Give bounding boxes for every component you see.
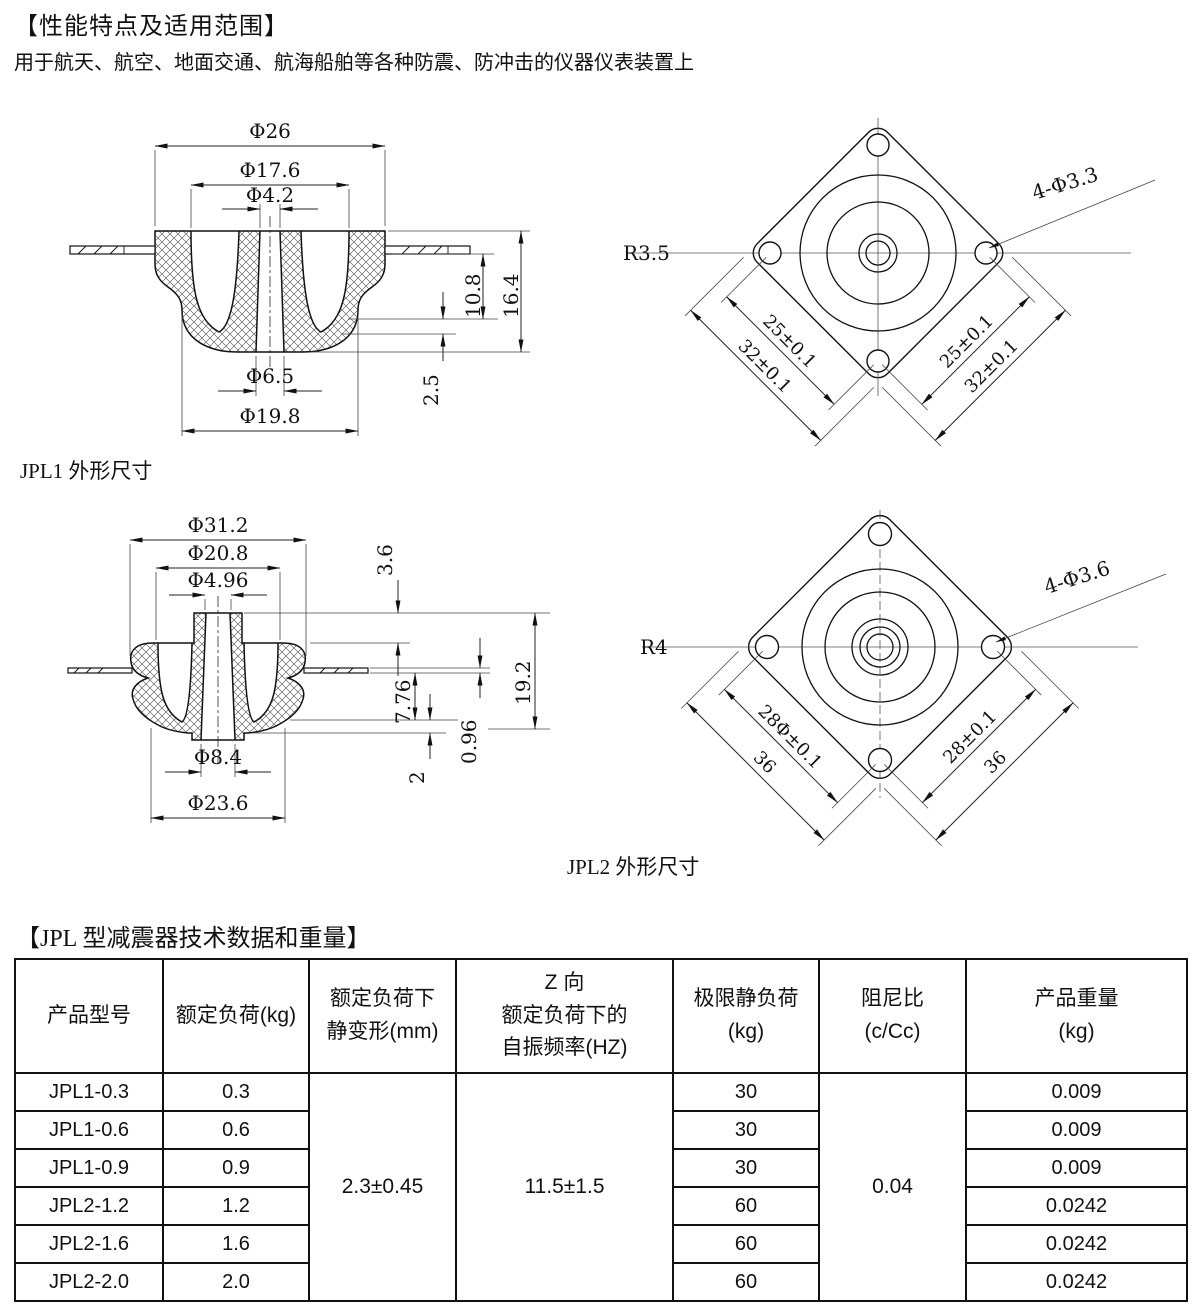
jpl2-dim-bore-bottom-dia: Φ8.4 — [194, 745, 242, 769]
cell-rated-load: 0.9 — [162, 1148, 310, 1188]
jpl2-part-body — [129, 612, 307, 741]
jpl1-dim-lower-height: 2.5 — [419, 374, 443, 406]
jpl1-part-body — [154, 230, 386, 353]
jpl1-dim-total-height: 16.4 — [499, 273, 523, 318]
table-row: JPL1-0.9 0.9 30 0.009 — [14, 1148, 1188, 1188]
table-row: JPL1-0.3 0.3 2.3±0.45 11.5±1.5 30 0.04 0… — [14, 1072, 1188, 1302]
jpl1-caption: JPL1 外形尺寸 — [20, 459, 153, 483]
page-title: 【性能特点及适用范围】 — [14, 14, 289, 40]
cell-limit-load: 60 — [672, 1186, 820, 1226]
col-header-static-deform: 额定负荷下 静变形(mm) — [308, 958, 457, 1074]
cell-weight: 0.0242 — [965, 1262, 1188, 1302]
jpl2-flange-width-left: 36 — [749, 747, 780, 778]
table-row: JPL2-2.0 2.0 60 0.0242 — [14, 1262, 1188, 1302]
col-header-weight: 产品重量 (kg) — [965, 958, 1188, 1074]
jpl1-holes-leader — [988, 179, 1156, 249]
col-header-damping: 阻尼比 (c/Cc) — [818, 958, 967, 1074]
jpl2-caption: JPL2 外形尺寸 — [567, 855, 700, 879]
cell-static-deform-merged: 2.3±0.45 — [308, 1072, 457, 1302]
cell-limit-load: 30 — [672, 1110, 820, 1150]
jpl1-dim-bore-bottom-dia: Φ6.5 — [246, 364, 294, 388]
cell-rated-load: 2.0 — [162, 1262, 310, 1302]
cell-limit-load: 30 — [672, 1148, 820, 1188]
jpl1-corner-radius-label: R3.5 — [623, 241, 670, 265]
table-row: JPL1-0.6 0.6 30 0.009 — [14, 1110, 1188, 1150]
col-header-limit-load: 极限静负荷 (kg) — [672, 958, 820, 1074]
cell-weight: 0.009 — [965, 1072, 1188, 1112]
cell-rated-load: 1.6 — [162, 1224, 310, 1264]
jpl1-dim-upper-height: 10.8 — [461, 273, 485, 318]
cell-weight: 0.009 — [965, 1110, 1188, 1150]
jpl2-dim-plate-thickness: 0.96 — [457, 719, 481, 764]
cell-model: JPL2-2.0 — [14, 1262, 164, 1302]
jpl1-cross-section-drawing: Φ26 Φ17.6 Φ4.2 Φ6.5 Φ19.8 16.4 10.8 2.5 — [69, 119, 530, 436]
jpl1-extension-lines — [154, 150, 530, 436]
cell-weight: 0.009 — [965, 1148, 1188, 1188]
col-header-frequency: Z 向 额定负荷下的 自振频率(HZ) — [455, 958, 674, 1074]
cell-rated-load: 0.6 — [162, 1110, 310, 1150]
cell-model: JPL1-0.6 — [14, 1110, 164, 1150]
cell-frequency-merged: 11.5±1.5 — [455, 1072, 674, 1302]
jpl1-dim-outer-dia: Φ26 — [249, 119, 291, 143]
jpl2-dimension-lines — [129, 537, 538, 821]
jpl1-left-plate — [69, 245, 156, 255]
jpl2-dim-cavity-dia: Φ20.8 — [188, 541, 249, 565]
cell-model: JPL2-1.2 — [14, 1186, 164, 1226]
jpl2-dim-outer-dia: Φ31.2 — [188, 513, 249, 537]
jpl1-dimension-lines — [154, 143, 524, 434]
cell-damping-merged: 0.04 — [818, 1072, 967, 1302]
jpl2-corner-radius-label: R4 — [640, 635, 668, 659]
cell-weight: 0.0242 — [965, 1224, 1188, 1264]
jpl2-top-view-drawing: R4 4-Φ3.6 28Φ±0.1 36 28±0.1 36 — [640, 510, 1167, 846]
col-header-model: 产品型号 — [14, 958, 164, 1074]
jpl1-holes-label: 4-Φ3.3 — [1029, 162, 1101, 205]
cell-model: JPL2-1.6 — [14, 1224, 164, 1264]
jpl2-cross-section-drawing: Φ31.2 Φ20.8 Φ4.96 Φ8.4 Φ23.6 3.6 19.2 7.… — [67, 513, 550, 823]
jpl1-concentric-circles — [799, 174, 957, 332]
cell-model: JPL1-0.9 — [14, 1148, 164, 1188]
table-title: 【JPL 型减震器技术数据和重量】 — [16, 926, 371, 952]
jpl2-dim-base-dia: Φ23.6 — [188, 791, 249, 815]
cell-rated-load: 1.2 — [162, 1186, 310, 1226]
jpl2-holes-label: 4-Φ3.6 — [1041, 556, 1113, 599]
cell-limit-load: 60 — [672, 1224, 820, 1264]
jpl2-dim-bottom-offset: 2 — [405, 771, 429, 784]
cell-model: JPL1-0.3 — [14, 1072, 164, 1112]
jpl1-dim-cavity-dia: Φ17.6 — [240, 158, 301, 182]
jpl2-holes-leader — [995, 573, 1167, 643]
jpl1-top-view-drawing: R3.5 4-Φ3.3 25±0.1 32±0.1 25±0.1 32±0.1 — [623, 118, 1156, 447]
cell-weight: 0.0242 — [965, 1186, 1188, 1226]
table-row: JPL2-1.6 1.6 60 0.0242 — [14, 1224, 1188, 1264]
cell-limit-load: 30 — [672, 1072, 820, 1112]
col-header-rated-load: 额定负荷(kg) — [162, 958, 310, 1074]
jpl1-dim-bore-top-dia: Φ4.2 — [246, 183, 294, 207]
jpl2-dim-mid-height: 7.76 — [391, 679, 415, 724]
jpl2-concentric-circles — [801, 568, 959, 726]
cell-rated-load: 0.3 — [162, 1072, 310, 1112]
jpl2-plate-hatch — [73, 667, 354, 674]
jpl2-dim-bore-top-dia: Φ4.96 — [188, 568, 249, 592]
jpl1-right-plate — [384, 245, 471, 255]
jpl1-dim-base-dia: Φ19.8 — [240, 404, 301, 428]
jpl2-dim-total-height: 19.2 — [511, 660, 535, 705]
jpl2-flange-width-right: 36 — [980, 747, 1011, 778]
table-row: JPL2-1.2 1.2 60 0.0242 — [14, 1186, 1188, 1226]
cell-limit-load: 60 — [672, 1262, 820, 1302]
spec-table-header-row: 产品型号 额定负荷(kg) 额定负荷下 静变形(mm) Z 向 额定负荷下的 自… — [14, 958, 1188, 1074]
jpl2-dim-tube-height: 3.6 — [373, 544, 397, 576]
jpl1-plate-hatch — [77, 245, 449, 255]
spec-table: 产品型号 额定负荷(kg) 额定负荷下 静变形(mm) Z 向 额定负荷下的 自… — [14, 958, 1188, 1302]
page-subtitle: 用于航天、航空、地面交通、航海船舶等各种防震、防冲击的仪器仪表装置上 — [14, 52, 694, 74]
